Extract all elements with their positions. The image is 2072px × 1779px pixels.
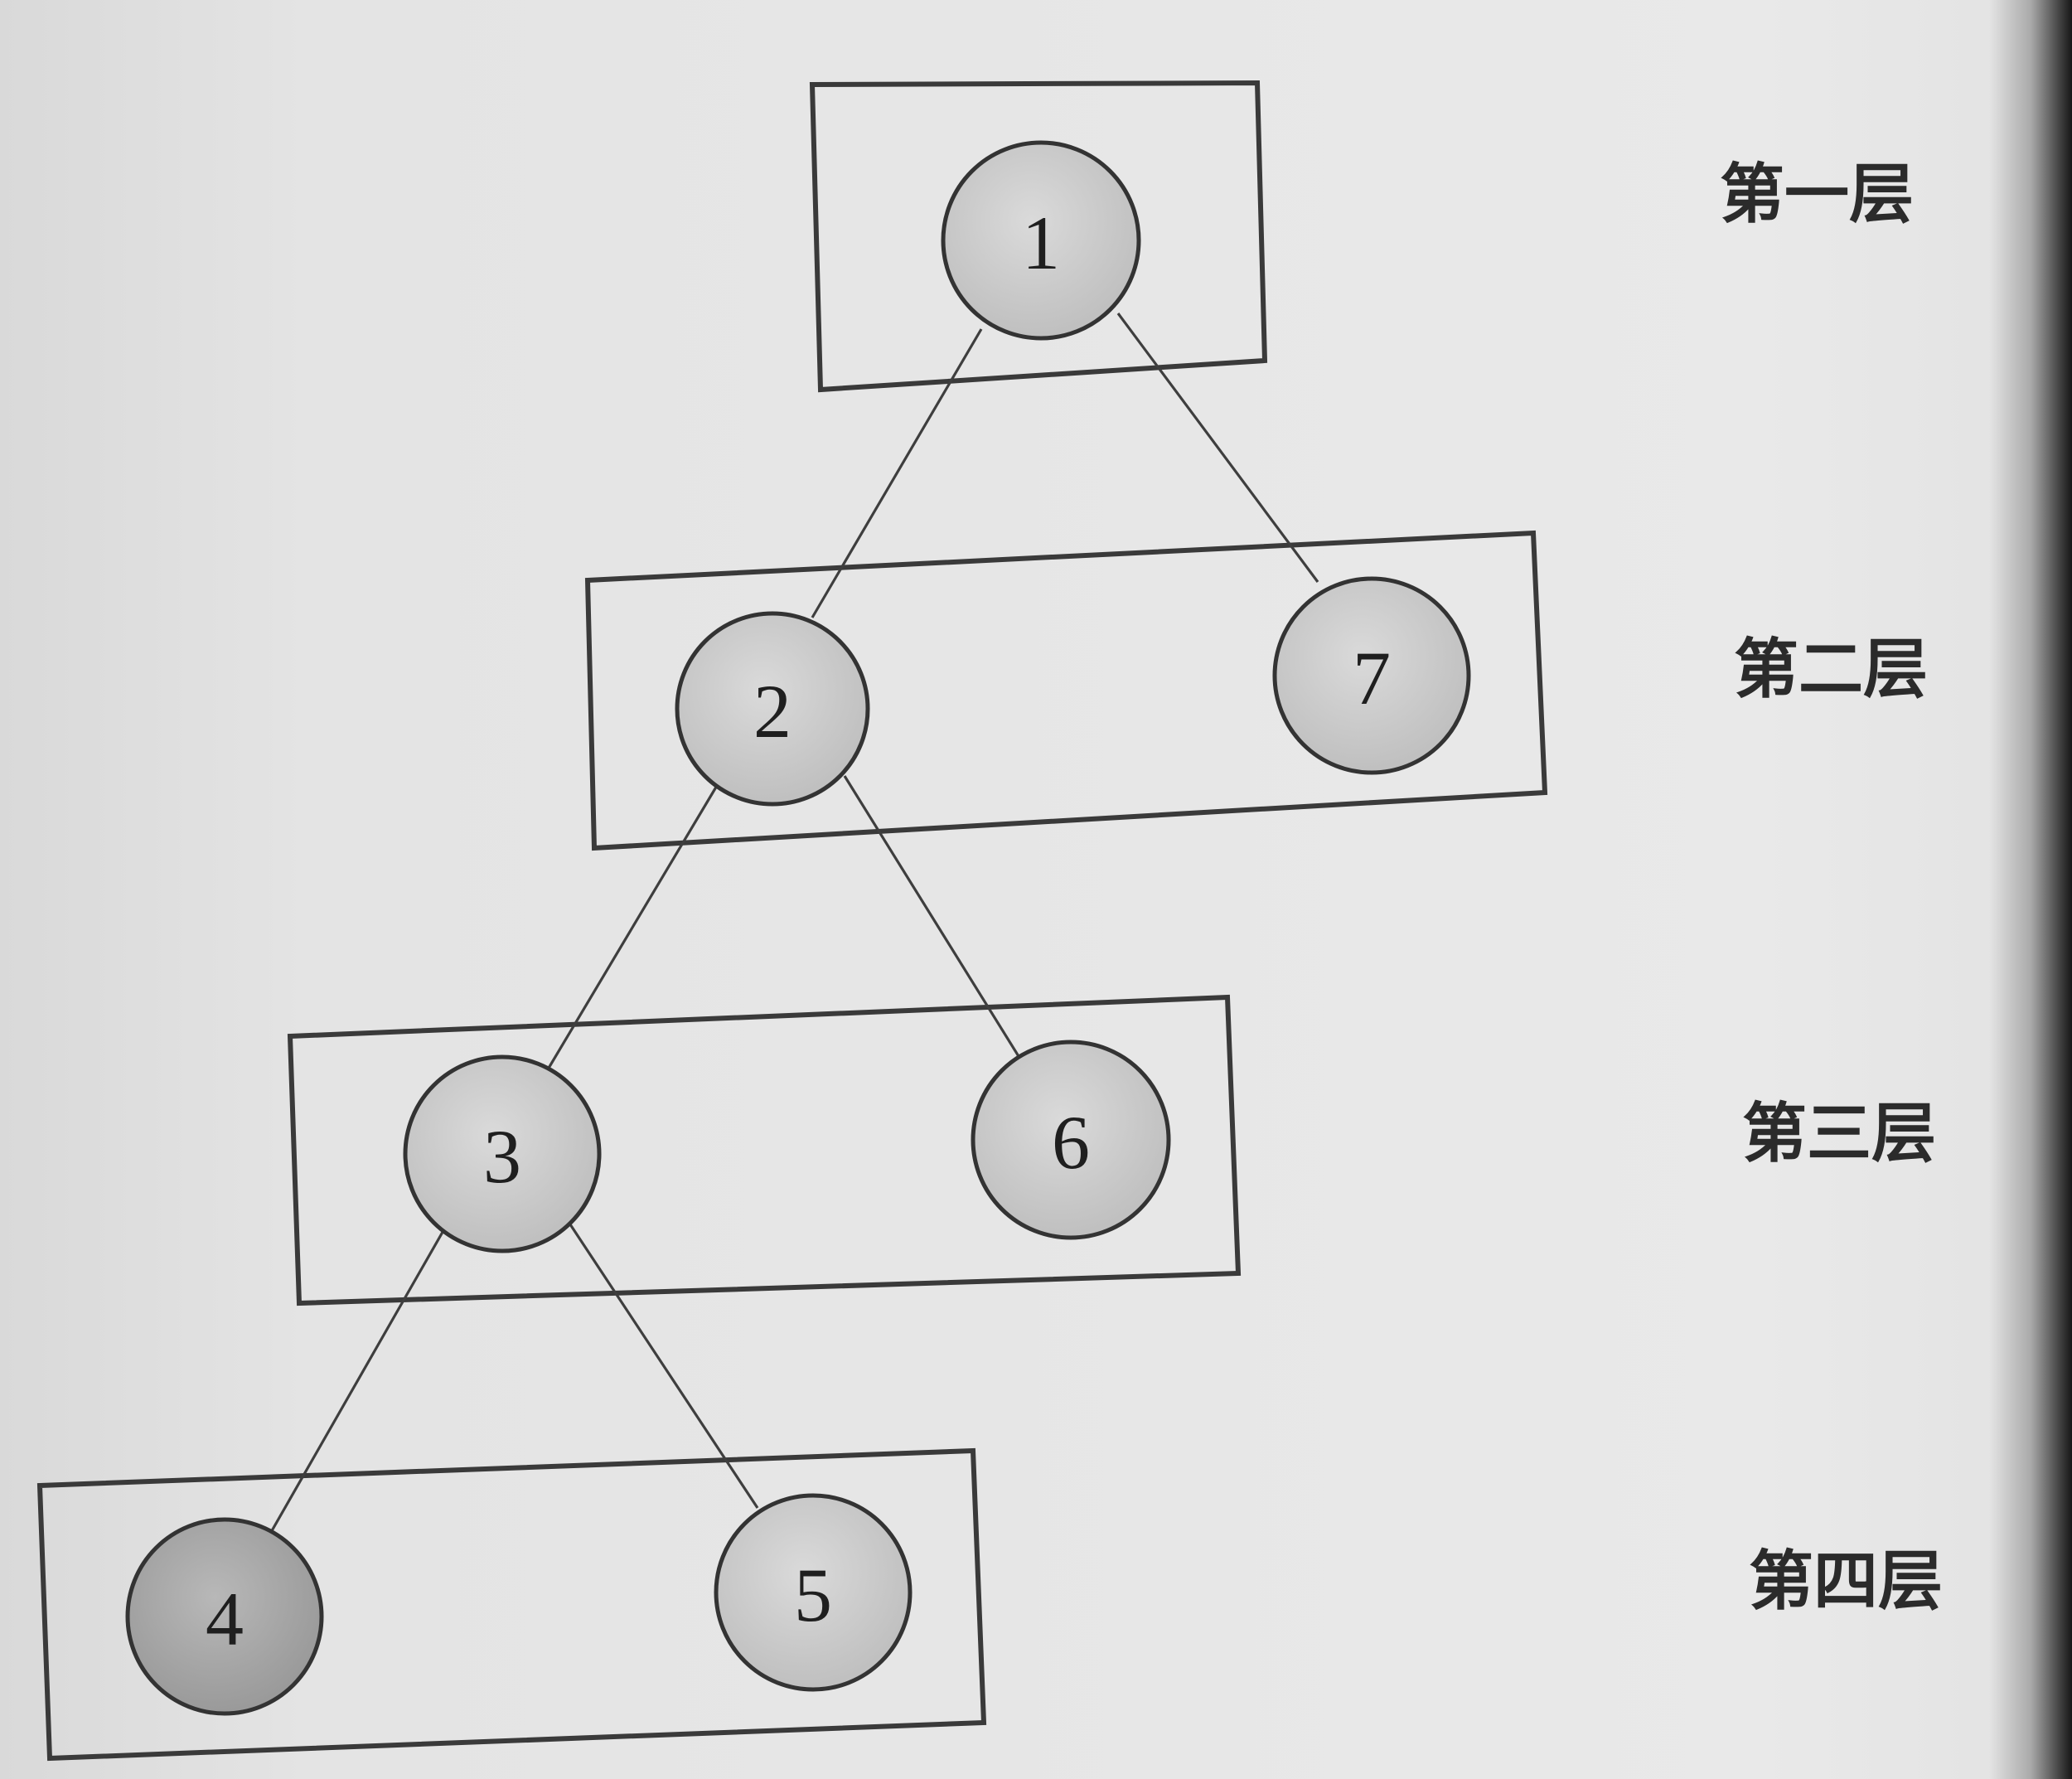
- edge-2-6: [843, 775, 1023, 1061]
- edge-2-3: [546, 775, 724, 1070]
- edges-group: [269, 313, 1319, 1534]
- node-1-circle: [941, 140, 1141, 341]
- node-5: 5: [714, 1493, 913, 1692]
- node-7: 7: [1272, 576, 1471, 775]
- node-1: 1: [941, 140, 1141, 341]
- node-3-label: 3: [483, 1114, 521, 1199]
- node-6-circle: [971, 1040, 1171, 1240]
- edge-3-5: [567, 1221, 759, 1509]
- edge-1-2: [811, 328, 983, 618]
- node-5-circle: [714, 1493, 913, 1692]
- level-label-4: 第四层: [1749, 1544, 1943, 1619]
- level-box-2: [584, 530, 1548, 851]
- node-2: 2: [675, 611, 870, 807]
- node-4-label: 4: [206, 1577, 244, 1661]
- node-7-label: 7: [1353, 636, 1391, 720]
- edge-3-4: [269, 1221, 450, 1534]
- node-6-label: 6: [1052, 1100, 1090, 1185]
- node-3-circle: [403, 1054, 602, 1253]
- node-2-circle: [675, 611, 870, 807]
- level-label-3: 第三层: [1742, 1097, 1936, 1171]
- level-box-3: [287, 994, 1242, 1306]
- level-label-1: 第一层: [1720, 158, 1914, 232]
- edge-1-7: [1116, 313, 1319, 583]
- node-6: 6: [971, 1040, 1171, 1240]
- node-4: 4: [125, 1517, 324, 1716]
- node-2-label: 2: [753, 669, 792, 754]
- level-box-4: [36, 1447, 987, 1762]
- page-edge-shadow: [1989, 0, 2072, 1779]
- node-5-label: 5: [794, 1553, 832, 1637]
- level-box-1: [809, 80, 1268, 393]
- level-label-2: 第二层: [1734, 633, 1928, 707]
- node-7-circle: [1272, 576, 1471, 775]
- node-3: 3: [403, 1054, 602, 1253]
- node-4-circle: [125, 1517, 324, 1716]
- node-1-label: 1: [1022, 201, 1060, 285]
